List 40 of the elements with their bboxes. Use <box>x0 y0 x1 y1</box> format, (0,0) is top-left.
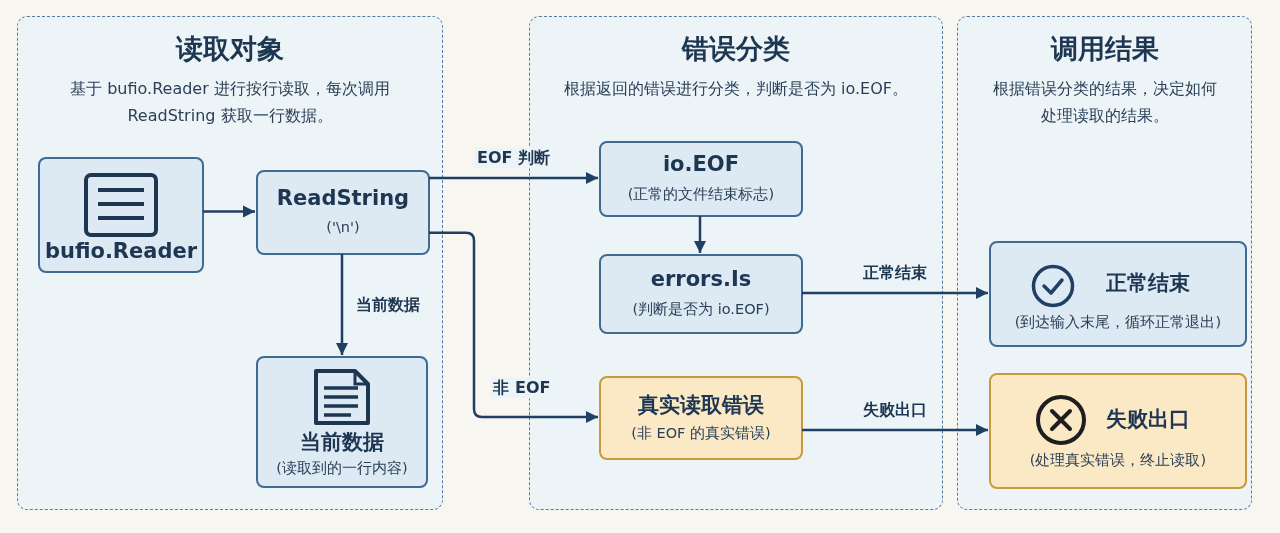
process-box <box>256 356 428 488</box>
arrow <box>429 231 598 424</box>
process-box <box>38 157 204 273</box>
box-title: 当前数据 <box>300 429 384 456</box>
box-subtitle: (正常的文件结束标志) <box>627 185 775 204</box>
box-subtitle: (处理真实错误，终止读取) <box>1029 451 1207 470</box>
edge-label: EOF 判断 <box>474 147 553 169</box>
box-subtitle: (到达输入末尾，循环正常退出) <box>1014 313 1222 332</box>
box-title: 正常结束 <box>1106 270 1190 297</box>
arrow <box>429 171 598 185</box>
box-title: 失败出口 <box>1106 406 1190 433</box>
process-box <box>256 170 430 255</box>
box-title: ReadString <box>276 185 410 210</box>
column-panel <box>957 16 1252 510</box>
column-panel <box>17 16 443 510</box>
box-subtitle: (判断是否为 io.EOF) <box>632 300 770 319</box>
arrow <box>203 205 255 218</box>
arrow <box>335 254 349 355</box>
process-box <box>989 241 1247 347</box>
box-subtitle: (非 EOF 的真实错误) <box>631 424 771 443</box>
error-box <box>599 376 803 460</box>
arrow <box>802 423 988 437</box>
panel-title: 错误分类 <box>682 32 790 66</box>
process-box <box>599 254 803 334</box>
box-title: bufio.Reader <box>44 239 198 263</box>
panel-title: 调用结果 <box>1050 32 1159 66</box>
box-title: io.EOF <box>662 152 740 176</box>
box-title: 真实读取错误 <box>638 392 764 419</box>
edge-label: 正常结束 <box>860 262 930 284</box>
process-box <box>599 141 803 217</box>
panel-description: 基于 bufio.Reader 进行按行读取，每次调用 ReadString 获取一行数据。 <box>69 78 391 127</box>
panel-title: 读取对象 <box>176 32 284 66</box>
error-box <box>989 373 1247 489</box>
panel-description: 根据错误分类的结果，决定如何处理读取的结果。 <box>991 78 1218 127</box>
box-subtitle: (读取到的一行内容) <box>276 459 408 478</box>
arrow <box>802 286 988 300</box>
box-title: errors.Is <box>650 267 752 291</box>
box-subtitle: ('\n') <box>326 218 360 235</box>
panel-description: 根据返回的错误进行分类，判断是否为 io.EOF。 <box>564 78 908 100</box>
arrow <box>693 216 707 253</box>
